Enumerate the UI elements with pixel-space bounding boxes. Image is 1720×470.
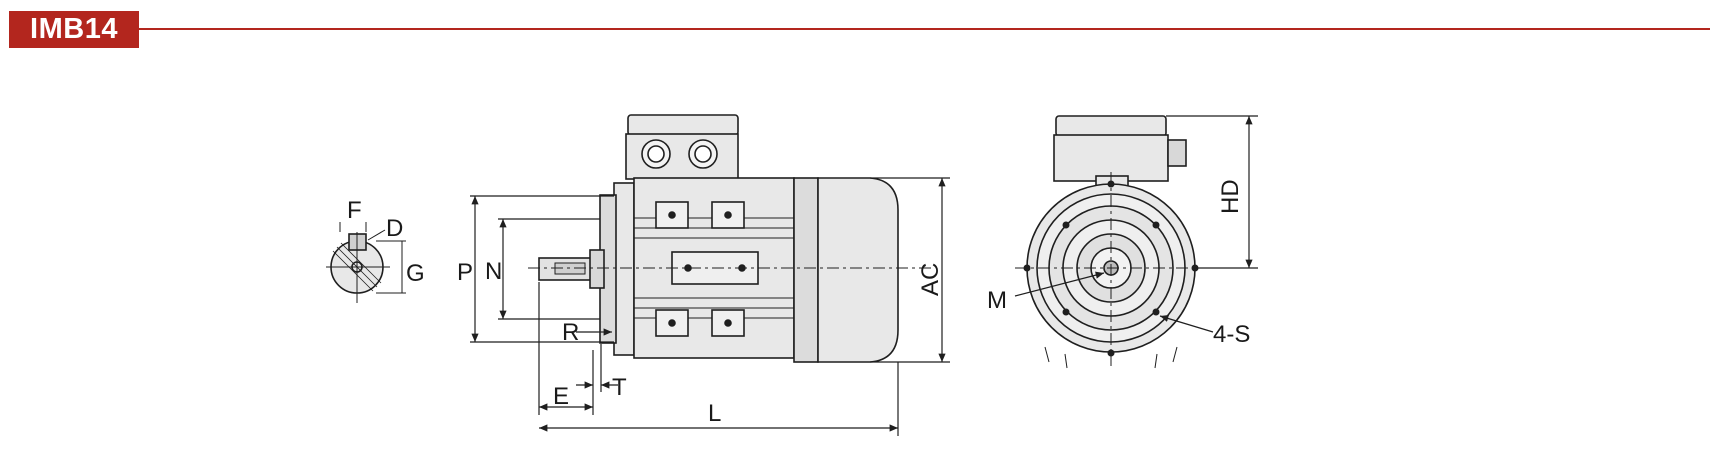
dim-AC-label: AC <box>917 263 944 296</box>
shaft-section-view <box>326 222 406 303</box>
front-terminal-box-lid <box>1055 115 1167 137</box>
dim-4S-label: 4-S <box>1213 321 1250 348</box>
front-view-centerlines <box>1015 172 1210 366</box>
dim-F-label: F <box>347 197 362 224</box>
dim-G-label: G <box>406 260 425 287</box>
dim-M-label: M <box>987 287 1007 314</box>
cable-gland-side-icon <box>1167 139 1187 167</box>
fan-cowl <box>817 177 899 363</box>
motor-side-view <box>538 114 899 363</box>
front-view-dimensions <box>1014 115 1258 333</box>
dim-P-label: P <box>457 259 473 286</box>
dim-E-label: E <box>553 383 569 410</box>
dim-L-label: L <box>708 400 721 427</box>
header-rule <box>139 28 1710 30</box>
dim-N-label: N <box>485 258 502 285</box>
dim-D-label: D <box>386 215 403 242</box>
flange-plate <box>613 182 635 356</box>
model-title-badge: IMB14 <box>9 11 139 48</box>
fan-cover <box>793 177 819 363</box>
side-view-dimensions <box>470 177 950 436</box>
dim-T-label: T <box>612 374 627 401</box>
dim-R-label: R <box>562 319 579 346</box>
dim-HD-label: HD <box>1217 179 1244 214</box>
terminal-box-lid <box>627 114 739 136</box>
